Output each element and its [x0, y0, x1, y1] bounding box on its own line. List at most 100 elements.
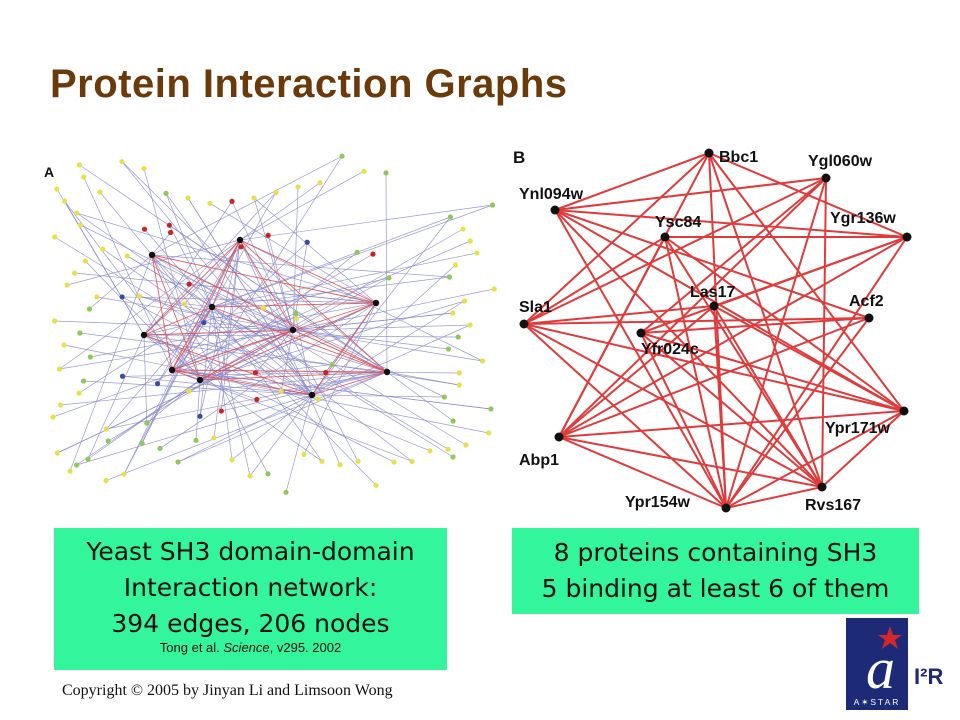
network-b-edge — [821, 177, 827, 488]
network-b-node-label: Ypr171w — [825, 420, 890, 437]
network-a-edge — [121, 296, 313, 396]
network-a-edge — [199, 239, 241, 417]
network-a-edge — [255, 329, 294, 374]
network-a-node — [373, 482, 379, 488]
network-b-node — [709, 301, 719, 311]
network-a-edge — [184, 303, 213, 308]
network-a-edge — [69, 254, 153, 472]
network-a-node — [77, 222, 83, 228]
network-a-hub-node — [236, 236, 244, 244]
network-a-core-edge — [171, 369, 388, 373]
caption-a-line3: 394 edges, 206 nodes — [111, 609, 390, 638]
network-a-edge — [211, 216, 451, 308]
network-b-edge — [725, 410, 905, 509]
network-a-node — [103, 426, 109, 432]
network-a-edge — [239, 239, 483, 362]
network-a-edge — [184, 239, 241, 304]
network-a-node — [370, 251, 376, 257]
network-a-node — [166, 222, 172, 228]
network-a-node — [323, 369, 329, 376]
network-b-nodes — [519, 148, 912, 513]
network-b-edge — [640, 332, 905, 412]
network-a-node — [251, 195, 257, 201]
network-b-node-label: Acf2 — [849, 293, 884, 310]
network-a-node — [100, 246, 106, 252]
network-a-edge — [102, 248, 313, 396]
copyright-notice: Copyright © 2005 by Jinyan Li and Limsoo… — [62, 682, 393, 699]
network-a-core-edge — [143, 239, 241, 336]
network-a-edge — [292, 288, 495, 331]
network-a-node — [450, 310, 456, 316]
citation-volume: , v295. 2002 — [269, 640, 342, 655]
network-a-edge — [127, 255, 213, 308]
network-a-core-edge — [211, 306, 388, 373]
network-a-node — [445, 446, 451, 452]
network-a-core-edge — [239, 239, 294, 331]
network-a-edge — [292, 312, 453, 331]
network-a-node — [486, 430, 492, 436]
network-a-edge — [199, 306, 213, 417]
network-a-edge — [295, 312, 388, 373]
caption-b-line2: 5 binding at least 6 of them — [541, 574, 890, 603]
network-b-node-label: Rvs167 — [805, 497, 861, 514]
network-b-edge — [554, 209, 908, 238]
network-b-edge — [713, 305, 823, 488]
network-a-core-edge — [171, 369, 201, 381]
network-a-node — [211, 435, 217, 441]
network-b-node — [636, 328, 646, 338]
network-b-edge — [640, 332, 727, 509]
network-a-node — [304, 239, 310, 245]
network-b-edge — [640, 332, 823, 488]
network-a-node — [337, 462, 343, 468]
network-a-core-edge — [311, 371, 388, 396]
slide-title: Protein Interaction Graphs — [50, 62, 568, 106]
network-a-node — [74, 462, 80, 468]
network-a-edge — [211, 252, 478, 308]
network-a-node — [103, 477, 109, 484]
network-a-node — [265, 471, 271, 477]
network-b-edge — [554, 152, 710, 211]
network-b-edge — [558, 317, 870, 438]
network-a-node — [181, 301, 188, 307]
network-a-node — [450, 418, 456, 424]
network-b-edge — [713, 305, 727, 509]
network-a-node — [105, 438, 111, 444]
network-a-edge — [165, 193, 213, 308]
network-a-node — [446, 274, 452, 280]
network-a-edge — [177, 371, 388, 463]
network-a-edge — [143, 334, 395, 463]
network-b-node-label: Sla1 — [519, 299, 552, 316]
network-a-edge — [263, 307, 294, 331]
network-b-edge — [640, 236, 908, 334]
network-a-hub-node — [196, 376, 204, 384]
network-a-node — [315, 396, 321, 402]
network-a-node — [391, 459, 397, 465]
network-a-core-edge — [151, 254, 377, 304]
network-a-node — [144, 420, 150, 426]
network-b-node — [821, 173, 831, 183]
network-a-edge — [171, 253, 374, 371]
network-a-node — [119, 373, 126, 379]
network-a-edge — [211, 276, 450, 308]
network-b-edge — [640, 317, 870, 334]
network-b-edge — [664, 236, 727, 509]
network-a-node — [157, 445, 163, 452]
network-a-edge — [221, 371, 388, 412]
network-a-node — [77, 330, 83, 336]
network-a-node — [441, 394, 447, 400]
network-a-edge — [203, 322, 294, 331]
network-a-edge — [169, 225, 213, 308]
network-b-node — [704, 148, 714, 158]
network-b-edge — [523, 152, 710, 325]
network-a-edge — [165, 193, 313, 396]
network-b-node-label: Abp1 — [519, 452, 559, 469]
network-a-edge — [52, 329, 294, 418]
network-a-node — [141, 165, 147, 172]
network-a-node — [186, 281, 192, 287]
network-a-node — [247, 473, 253, 479]
network-a-hub-node — [308, 391, 316, 399]
network-a-node — [456, 382, 462, 388]
network-a-node — [73, 210, 80, 216]
network-a-node — [301, 451, 307, 458]
